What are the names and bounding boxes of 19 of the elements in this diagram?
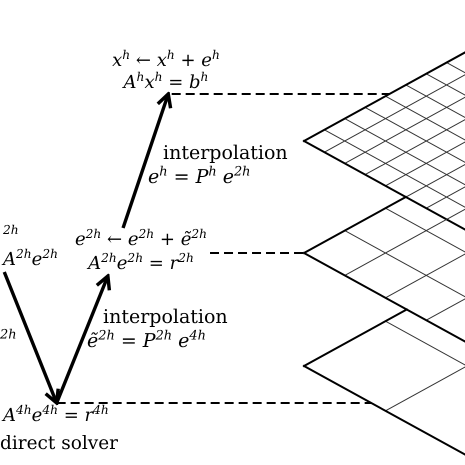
equation-text: e$^{2h}$ ← e$^{2h}$ + ẽ$^{2h}$ [74,228,208,252]
edge-label: interpolation e$^{h}$ = P$^{h}$ e$^{2h}$ [148,141,289,189]
equation-text: x$^{h}$ ← x$^{h}$ + e$^{h}$ [111,50,221,72]
equation-text: A$^{h}$x$^{h}$ = b$^{h}$ [121,72,210,94]
leader-line [56,402,372,404]
equation-text: A$^{2h}$e$^{2h}$ [0,248,59,272]
arrow [121,92,172,229]
grid-plane [303,196,465,343]
arrow [2,271,60,405]
grid-plane [303,308,465,456]
caption-text: direct solver [0,432,118,456]
equation-text: A$^{2h}$e$^{2h}$ = r$^{2h}$ [86,252,195,276]
grid-plane [303,51,465,231]
equation-text: 2h [2,224,20,239]
edge-label: 2h [0,328,17,345]
equation-text: A$^{4h}$e$^{4h}$ = r$^{4h}$ [0,403,110,428]
leader-line [172,93,390,95]
edge-label: interpolation ẽ$^{2h}$ = P$^{2h}$ e$^{4h}$ [87,305,229,353]
leader-line [210,252,304,254]
